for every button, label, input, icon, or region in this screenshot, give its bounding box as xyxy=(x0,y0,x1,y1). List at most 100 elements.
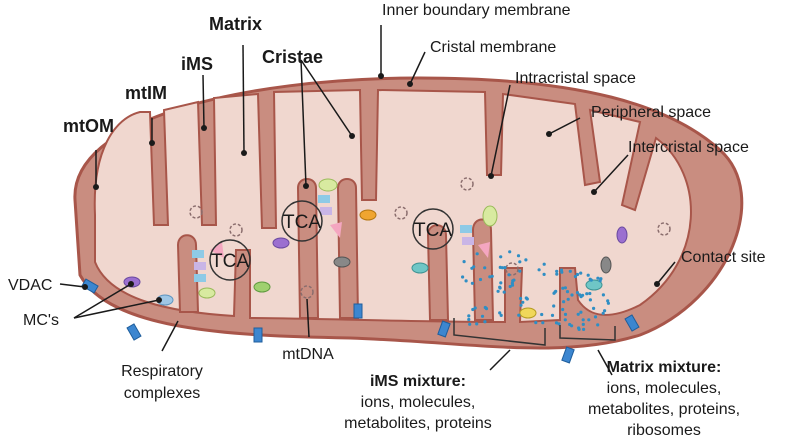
crista-lower-5 xyxy=(471,218,495,321)
ion-dot xyxy=(475,252,479,256)
leader-lines xyxy=(59,25,676,376)
label-inner-boundary-membrane: Inner boundary membrane xyxy=(382,2,571,19)
ion-dot xyxy=(596,276,600,280)
ion-dot xyxy=(467,317,471,322)
ion-dot xyxy=(561,307,565,312)
ion-dot xyxy=(542,262,546,266)
ion-dot xyxy=(566,297,570,301)
ion-dot xyxy=(562,300,566,304)
ion-dot xyxy=(519,303,523,307)
ion-dot xyxy=(581,322,585,326)
label-mtom: mtOM xyxy=(63,116,114,136)
ion-dot xyxy=(603,309,607,313)
ion-dot xyxy=(588,298,593,302)
ion-dot xyxy=(488,275,492,279)
ion-dot xyxy=(598,279,602,283)
tca-label: TCA xyxy=(211,251,249,272)
ion-dot xyxy=(496,289,500,293)
ion-dot xyxy=(521,300,525,304)
ion-dot xyxy=(483,320,487,324)
label-mtim: mtIM xyxy=(125,83,167,103)
ion-dot xyxy=(516,254,521,258)
ion-dot xyxy=(559,268,564,272)
ion-dot xyxy=(552,304,556,308)
leader-dots xyxy=(82,73,660,303)
ion-dot xyxy=(517,313,521,317)
ion-dots xyxy=(461,250,611,331)
ion-dot xyxy=(464,279,468,283)
ion-dot xyxy=(554,321,559,325)
label-cristal-membrane: Cristal membrane xyxy=(430,39,556,56)
label-ims: iMS xyxy=(181,54,213,74)
ion-dot xyxy=(461,275,465,279)
crista-lower-1 xyxy=(296,178,320,319)
ion-dot xyxy=(542,272,546,276)
ion-dot xyxy=(587,318,591,322)
ion-dot xyxy=(510,283,515,287)
mtdna-rings xyxy=(189,177,671,299)
ion-dot xyxy=(579,295,583,299)
matrix-mixture-title: Matrix mixture: xyxy=(607,359,722,376)
matrix-mixture-line3: ribosomes xyxy=(627,422,701,439)
ion-dot xyxy=(579,310,583,314)
ion-dot xyxy=(552,291,556,295)
label-matrix: Matrix xyxy=(209,14,262,34)
ion-dot xyxy=(507,273,511,277)
label-contact-site: Contact site xyxy=(681,249,766,266)
ion-dot xyxy=(575,291,580,295)
ion-dot xyxy=(499,313,503,317)
ion-dot xyxy=(480,314,485,318)
ion-dot xyxy=(561,286,565,290)
ion-dot xyxy=(508,250,512,254)
ion-dot xyxy=(500,266,505,270)
ion-dot xyxy=(573,274,578,279)
ion-dot xyxy=(541,321,545,325)
matrix-bracket xyxy=(559,325,616,341)
ion-dot xyxy=(540,312,544,317)
ion-dot xyxy=(585,292,589,296)
ion-dot xyxy=(512,278,516,282)
ion-dot xyxy=(563,318,567,322)
ion-dot xyxy=(570,293,574,297)
ion-dot xyxy=(471,307,475,312)
ion-dot xyxy=(503,266,507,270)
ion-dot xyxy=(582,327,586,331)
ion-dot xyxy=(470,281,474,285)
ims-bracket xyxy=(453,318,546,346)
ion-dot xyxy=(518,269,522,273)
ion-dot xyxy=(557,322,561,326)
ion-dot xyxy=(524,296,528,300)
vdac-channels xyxy=(81,278,640,364)
label-intercristal-space: Intercristal space xyxy=(628,139,749,156)
label-peripheral-space: Peripheral space xyxy=(591,104,711,121)
ion-dot xyxy=(483,266,487,270)
ion-dot xyxy=(606,301,611,305)
label-vdac: VDAC xyxy=(8,277,52,294)
ion-dot xyxy=(518,260,522,264)
label-mcs: MC's xyxy=(23,312,59,329)
ion-dot xyxy=(601,311,605,315)
ion-dot xyxy=(499,281,503,285)
ion-dot xyxy=(498,311,502,315)
ion-dot xyxy=(490,274,494,278)
label-cristae: Cristae xyxy=(262,47,323,67)
tca-cycle-3: TCA xyxy=(412,208,454,250)
ion-dot xyxy=(565,290,570,294)
crista-lower-3 xyxy=(176,234,200,313)
ion-dot xyxy=(589,278,593,282)
ion-dot xyxy=(577,327,581,331)
ion-dot xyxy=(592,306,596,310)
ims-mixture-line2: metabolites, proteins xyxy=(344,415,492,432)
tca-label: TCA xyxy=(283,212,321,233)
ion-dot xyxy=(579,271,583,275)
label-intracristal-space: Intracristal space xyxy=(515,70,636,87)
ion-dot xyxy=(475,322,479,326)
ion-dot xyxy=(601,293,606,297)
matrix-mixture-line2: metabolites, proteins, xyxy=(588,401,740,418)
ion-dot xyxy=(473,306,477,310)
ion-dot xyxy=(468,322,472,326)
crista-lower-2 xyxy=(336,178,360,319)
tca-cycle-2: TCA xyxy=(281,200,323,242)
ion-dot xyxy=(502,290,506,294)
